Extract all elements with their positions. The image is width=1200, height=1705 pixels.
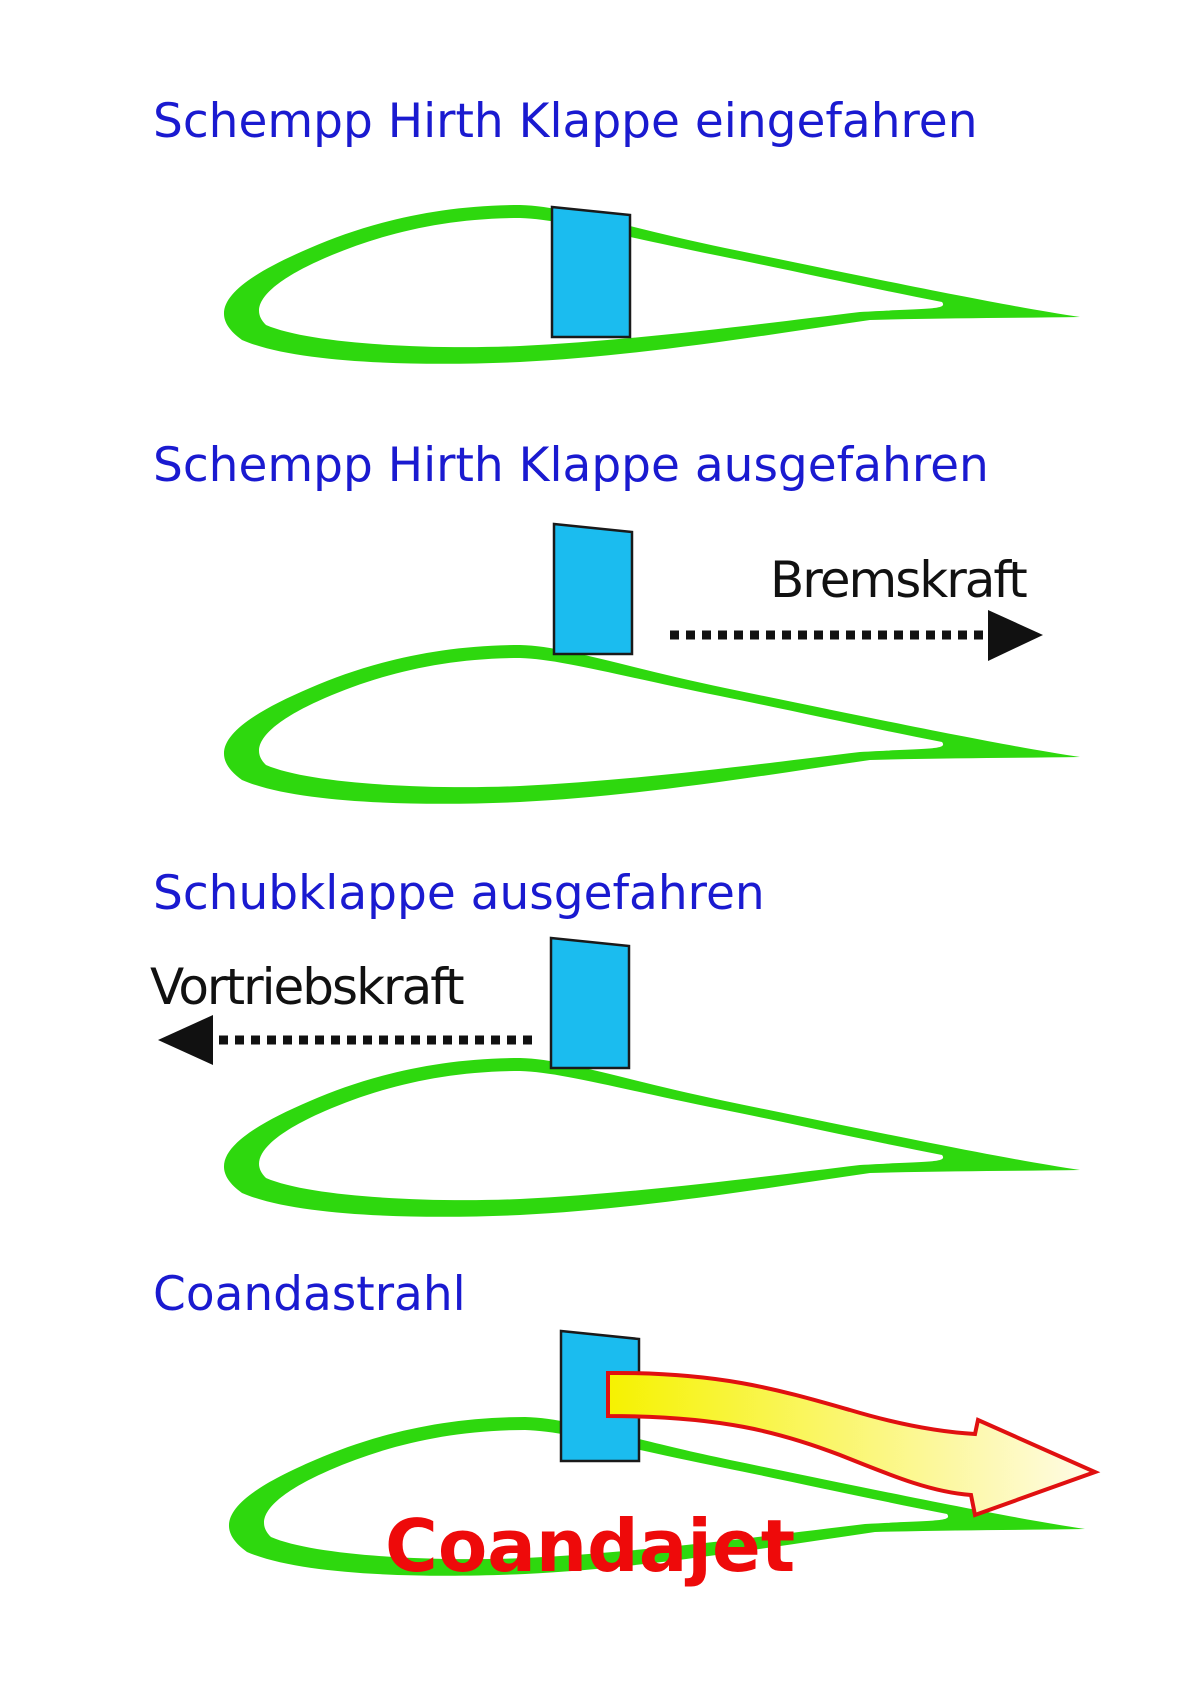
coanda-jet-arrow-icon [606, 1370, 1101, 1518]
propulsion-force-arrow-icon [158, 1015, 532, 1065]
schempp-hirth-flap [552, 522, 634, 656]
panel-flap-extended: Schempp Hirth Klappe ausgefahren Bremskr… [153, 438, 1080, 804]
airfoil [223, 1058, 1080, 1217]
propulsion-force-label: Vortriebskraft [150, 958, 464, 1016]
panel-flap-retracted: Schempp Hirth Klappe eingefahren [153, 94, 1080, 364]
panel-heading: Schempp Hirth Klappe ausgefahren [153, 438, 989, 493]
panel-coanda-jet: Coandastrahl Coandajet [153, 1267, 1101, 1588]
panel-thrust-flap-extended: Schubklappe ausgefahren Vortriebskraft [150, 866, 1080, 1217]
coanda-jet-label: Coandajet [385, 1504, 795, 1588]
airfoil [223, 205, 1080, 364]
brake-force-arrow-icon [670, 610, 1043, 661]
panel-heading: Coandastrahl [153, 1267, 466, 1322]
brake-force-label: Bremskraft [770, 551, 1027, 609]
panel-heading: Schubklappe ausgefahren [153, 866, 765, 921]
schempp-hirth-flap [550, 205, 632, 339]
airfoil [223, 645, 1080, 804]
panel-heading: Schempp Hirth Klappe eingefahren [153, 94, 978, 149]
thrust-flap [549, 936, 631, 1070]
